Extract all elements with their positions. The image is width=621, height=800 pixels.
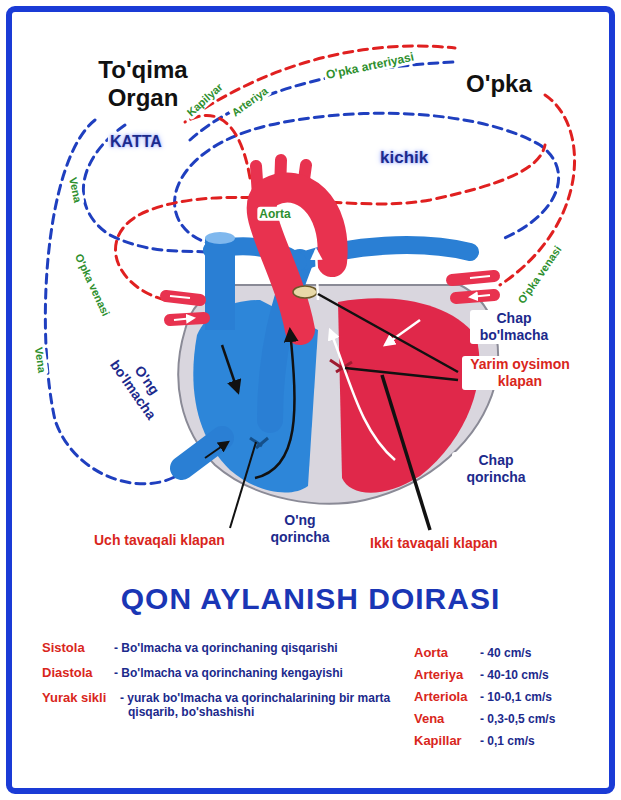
- definition-text: - 40 cm/s: [478, 646, 533, 660]
- flow-arrow: [205, 442, 228, 458]
- vessel-label: Aorta: [257, 207, 292, 221]
- vein-loop: [45, 120, 185, 484]
- circle-label: KATTA: [108, 132, 164, 151]
- flow-arrow: [255, 330, 294, 478]
- definition-text: - yurak bo'lmacha va qorinchalarining bi…: [118, 691, 415, 720]
- leader-line: [382, 375, 430, 530]
- inferior-vena-cava: [182, 438, 222, 468]
- leader-line: [345, 368, 458, 380]
- chamber-label: Chap bo'lmacha: [470, 310, 558, 344]
- chamber-label: Chap qorincha: [452, 452, 540, 486]
- flow-arrow: [316, 250, 318, 300]
- definition-text: - Bo'lmacha va qorinchaning kengayishi: [112, 666, 345, 680]
- semilunar-valve: [293, 286, 317, 298]
- pulmonary-veins: [452, 276, 494, 298]
- term-label: Uch tavaqali klapan: [92, 532, 227, 549]
- poster-title: QON AYLANISH DOIRASI: [0, 582, 621, 616]
- flow-arrow: [170, 296, 194, 320]
- poster-frame: [9, 9, 612, 791]
- flow-arrow: [330, 330, 395, 460]
- term-label: Yarim oysimon klapan: [462, 356, 578, 390]
- term-label: Sistola: [40, 640, 87, 656]
- flow-arrow: [222, 345, 238, 392]
- leader-line: [318, 294, 458, 372]
- term-label: Diastola: [40, 665, 95, 681]
- region-label: O'pka: [464, 70, 534, 98]
- pulmonary-vein-loop: [500, 95, 575, 285]
- circle-label: kichik: [378, 148, 430, 168]
- term-label: Ikki tavaqali klapan: [368, 535, 500, 552]
- leader-line: [230, 442, 256, 528]
- definition-text: - 0,3-0,5 cm/s: [478, 712, 557, 726]
- definition-text: - 0,1 cm/s: [478, 734, 537, 748]
- definition-text: - 10-0,1 cm/s: [478, 690, 554, 704]
- vein-loop: [83, 125, 205, 252]
- term-label: Aorta: [412, 645, 450, 661]
- chamber-label: O'ng qorincha: [256, 512, 344, 546]
- term-label: Arteriola: [412, 689, 469, 705]
- definition-text: - Bo'lmacha va qorinchaning qisqarishi: [112, 641, 340, 655]
- region-label: To'qima Organ: [85, 56, 201, 111]
- superior-vena-cava: [205, 232, 235, 244]
- term-label: Kapillar: [412, 733, 464, 749]
- pulmonary-veins: [166, 296, 204, 320]
- term-label: Vena: [412, 711, 446, 727]
- term-label: Yurak sikli: [40, 690, 108, 706]
- flow-arrow: [470, 276, 490, 297]
- valve-symbol: [250, 438, 268, 448]
- definition-text: - 40-10 cm/s: [478, 668, 551, 682]
- term-label: Arteriya: [412, 667, 465, 683]
- artery-loop: [185, 115, 250, 178]
